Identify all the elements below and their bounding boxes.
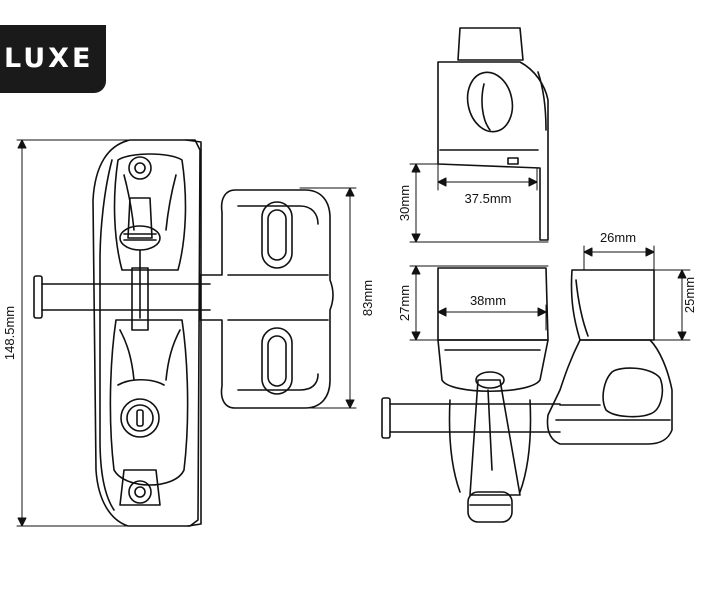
front-view-latch <box>33 139 211 527</box>
label-top-height: 30mm <box>397 185 412 221</box>
label-top-width: 37.5mm <box>465 191 512 206</box>
label-side-width: 38mm <box>470 293 506 308</box>
dim-line-top-width <box>437 163 538 191</box>
label-keeper-width: 26mm <box>600 230 636 245</box>
dim-line-top-height <box>409 163 549 243</box>
label-height-total: 148.5mm <box>2 306 17 360</box>
dim-line-side-width <box>437 304 547 331</box>
lever-knob <box>467 491 513 523</box>
top-view <box>437 27 549 241</box>
spindle-end-cap <box>33 275 43 319</box>
label-pull-height: 83mm <box>360 280 375 316</box>
brand-badge: LUXE <box>0 25 106 93</box>
label-side-height: 27mm <box>397 285 412 321</box>
dim-line-side-height <box>409 265 549 341</box>
key-cylinder <box>120 398 160 438</box>
front-view-pull <box>199 189 334 409</box>
dim-line-height-total <box>16 139 191 527</box>
keeper-view <box>546 269 673 445</box>
label-keeper-height: 25mm <box>682 277 697 313</box>
dim-line-keeper-height <box>653 269 691 341</box>
dim-line-keeper-width <box>583 245 655 271</box>
dim-line-pull-height <box>299 187 357 409</box>
